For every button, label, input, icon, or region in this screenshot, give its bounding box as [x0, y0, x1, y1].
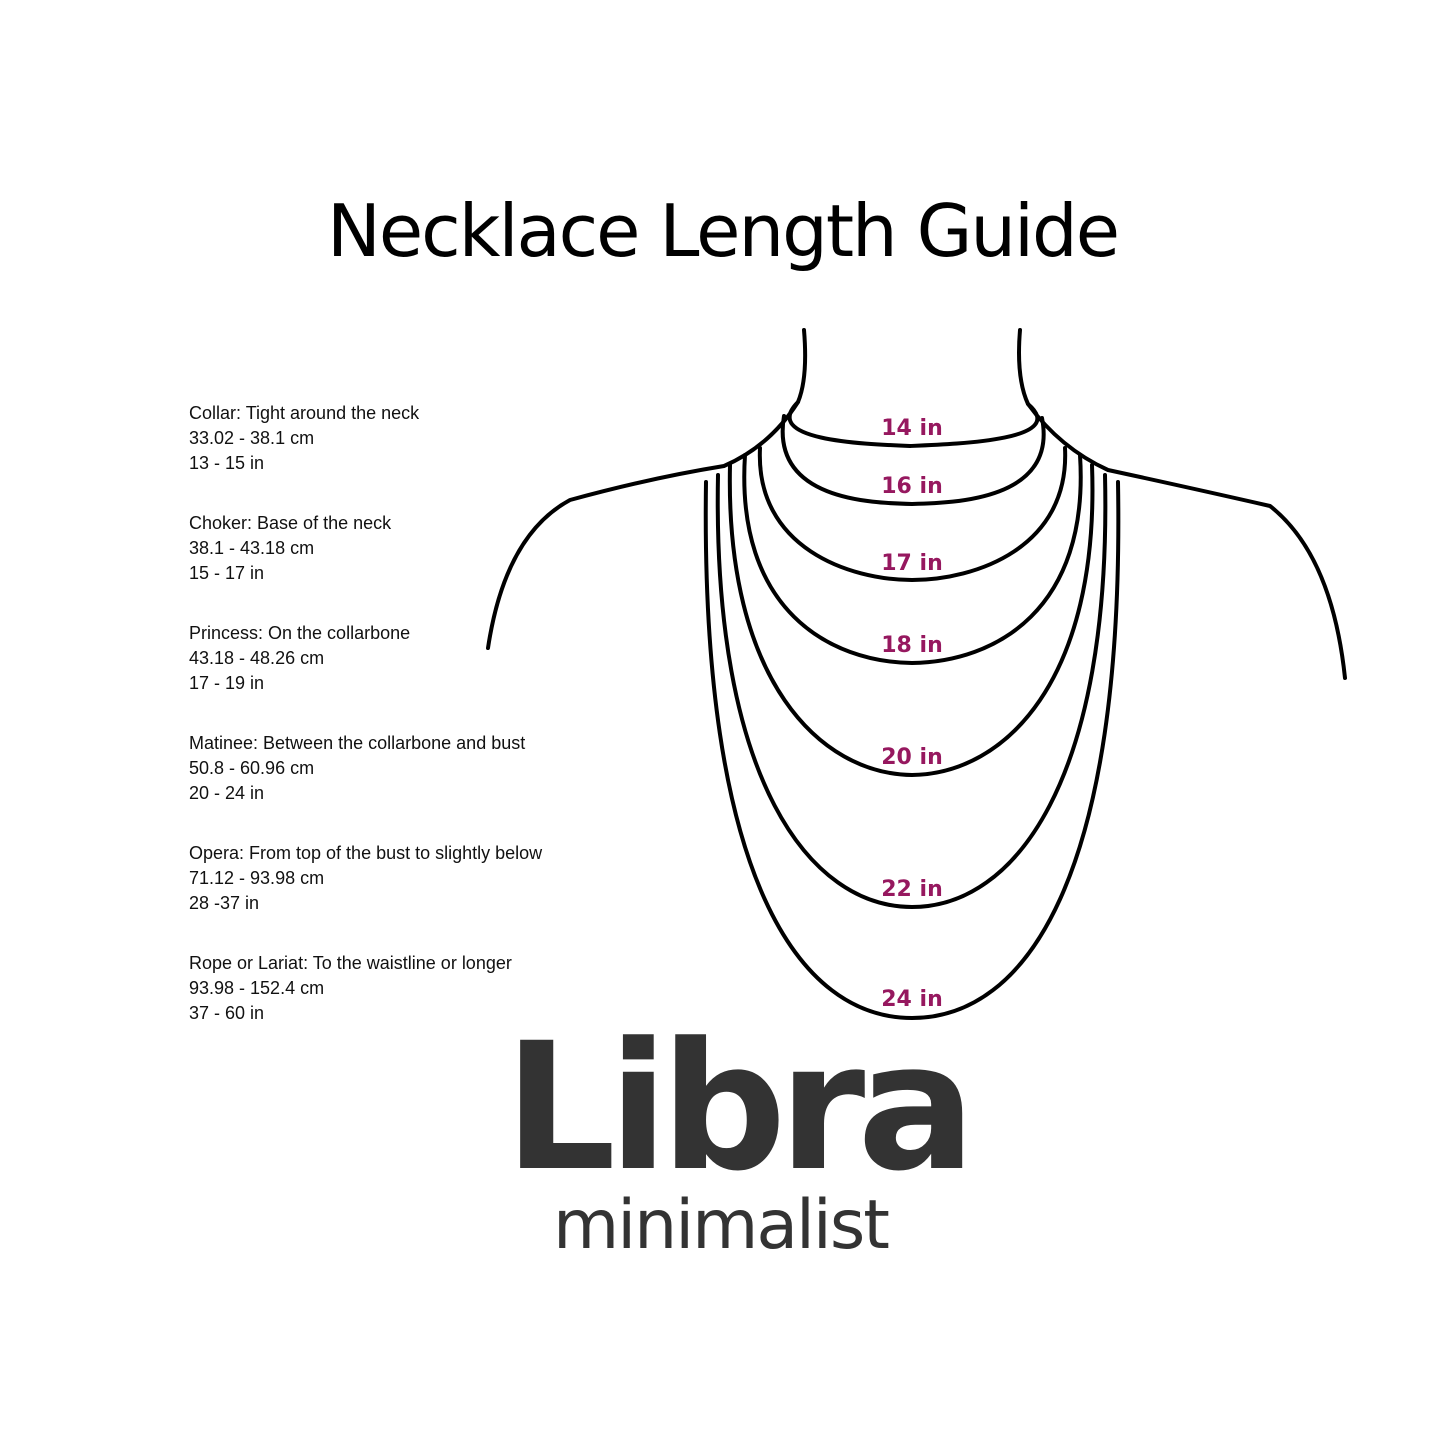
chain-22-in [715, 473, 1108, 909]
type-inch-range: 20 - 24 in [189, 783, 265, 803]
length-label: 20 in [881, 745, 942, 770]
chain-24-in [703, 480, 1121, 1020]
type-cm-range: 38.1 - 43.18 cm [189, 538, 315, 558]
length-label: 18 in [881, 633, 942, 658]
type-description: Princess: On the collarbone [189, 623, 411, 643]
necklace-type-princess: Princess: On the collarbone 43.18 - 48.2… [189, 621, 609, 731]
type-description: Rope or Lariat: To the waistline or long… [189, 953, 512, 973]
type-cm-range: 93.98 - 152.4 cm [189, 978, 325, 998]
chain-14-in [787, 400, 1040, 448]
type-description: Collar: Tight around the neck [189, 403, 420, 423]
neck-left-outline [486, 328, 808, 650]
guide-title: Necklace Length Guide [327, 189, 1120, 273]
type-inch-range: 37 - 60 in [189, 1003, 265, 1023]
type-inch-range: 13 - 15 in [189, 453, 265, 473]
chain-18-in [742, 453, 1083, 665]
length-label: 24 in [881, 987, 942, 1012]
length-label: 22 in [881, 877, 942, 902]
type-inch-range: 15 - 17 in [189, 563, 265, 583]
type-description: Opera: From top of the bust to slightly … [189, 843, 543, 863]
chain-16-in [780, 414, 1046, 506]
type-cm-range: 71.12 - 93.98 cm [189, 868, 325, 888]
length-label: 14 in [881, 416, 942, 441]
necklace-type-opera: Opera: From top of the bust to slightly … [189, 841, 609, 951]
type-description: Choker: Base of the neck [189, 513, 392, 533]
brand-logo: Libra [504, 1005, 976, 1210]
chain-20-in [727, 463, 1095, 777]
type-cm-range: 33.02 - 38.1 cm [189, 428, 315, 448]
necklace-types-list: Collar: Tight around the neck 33.02 - 38… [189, 401, 609, 1061]
necklace-type-rope: Rope or Lariat: To the waistline or long… [189, 951, 609, 1061]
type-inch-range: 28 -37 in [189, 893, 260, 913]
length-label: 16 in [881, 474, 942, 499]
type-description: Matinee: Between the collarbone and bust [189, 733, 526, 753]
type-inch-range: 17 - 19 in [189, 673, 265, 693]
length-label: 17 in [881, 551, 942, 576]
type-cm-range: 43.18 - 48.26 cm [189, 648, 325, 668]
necklace-type-choker: Choker: Base of the neck 38.1 - 43.18 cm… [189, 511, 609, 621]
neck-right-outline [1017, 328, 1347, 680]
chain-17-in [757, 446, 1068, 582]
necklace-type-collar: Collar: Tight around the neck 33.02 - 38… [189, 401, 609, 511]
necklace-type-matinee: Matinee: Between the collarbone and bust… [189, 731, 609, 841]
type-cm-range: 50.8 - 60.96 cm [189, 758, 315, 778]
brand-tagline: minimalist [553, 1186, 890, 1265]
